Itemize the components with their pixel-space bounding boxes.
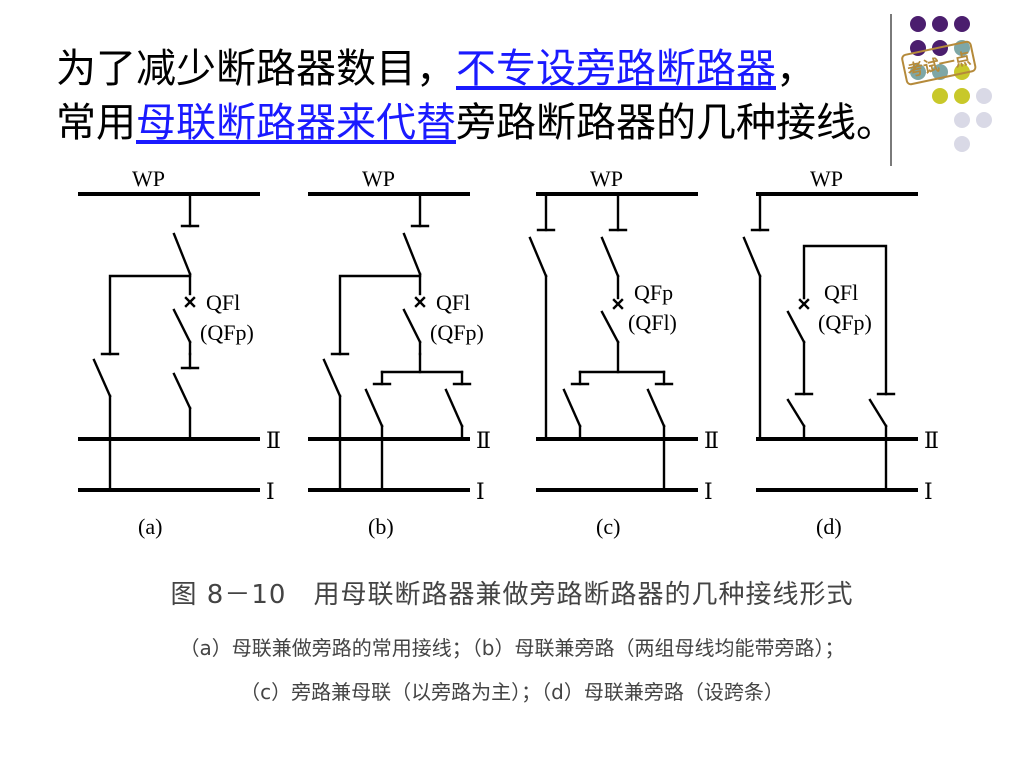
figure-caption-line-3: （c）旁路兼母联（以旁路为主）；（d）母联兼旁路（设跨条）	[240, 680, 784, 704]
figure-caption-title: 图 8－10 用母联断路器兼做旁路断路器的几种接线形式	[170, 580, 854, 610]
breaker-label: (QFp)	[200, 320, 254, 345]
decor-dot	[976, 112, 992, 128]
bus-i-label: Ⅰ	[266, 479, 275, 504]
breaker-label: QFl	[436, 290, 470, 315]
breaker-label: (QFp)	[430, 320, 484, 345]
diagram-panel-d: WP Ⅱ Ⅰ (d) QFl (QFp)	[742, 166, 939, 539]
title-text: 旁路断路器的几种接线。	[456, 100, 896, 146]
link-bus-coupler-substitute[interactable]: 母联断路器来代替	[136, 100, 456, 146]
bus-ii-label: Ⅱ	[266, 428, 281, 453]
title-punctuation: ，	[776, 46, 816, 92]
bus-wp-label: WP	[810, 166, 843, 191]
bus-i-label: Ⅰ	[924, 479, 933, 504]
bus-i-label: Ⅰ	[476, 479, 485, 504]
bus-wp-label: WP	[362, 166, 395, 191]
bus-wp-label: WP	[132, 166, 165, 191]
bus-ii-label: Ⅱ	[476, 428, 491, 453]
panel-label: (d)	[816, 514, 842, 539]
panel-label: (c)	[596, 514, 620, 539]
decor-divider-line	[890, 14, 892, 166]
breaker-label: (QFl)	[628, 310, 677, 335]
bus-ii-label: Ⅱ	[924, 428, 939, 453]
bus-wp-label: WP	[590, 166, 623, 191]
slide-title-line-2: 常用母联断路器来代替旁路断路器的几种接线。	[56, 98, 1006, 148]
decor-stamp-logo: 考试一点	[901, 40, 977, 86]
link-no-dedicated-bypass-breaker[interactable]: 不专设旁路断路器	[456, 46, 776, 92]
title-text: 为了减少断路器数目，	[56, 46, 456, 92]
panel-label: (b)	[368, 514, 394, 539]
decor-dot	[954, 16, 970, 32]
diagram-panel-c: WP Ⅱ Ⅰ (c) QFp (QFl)	[528, 166, 719, 539]
slide-title-line-1: 为了减少断路器数目，不专设旁路断路器，	[56, 44, 1006, 94]
diagram-panel-a: WP Ⅱ Ⅰ (a) QFl (QFp)	[78, 166, 281, 539]
breaker-label: QFp	[634, 280, 673, 305]
decor-dot	[976, 88, 992, 104]
decor-dot	[910, 16, 926, 32]
decor-dot	[932, 16, 948, 32]
breaker-label: QFl	[824, 280, 858, 305]
decor-dot	[954, 88, 970, 104]
panel-label: (a)	[138, 514, 162, 539]
bus-i-label: Ⅰ	[704, 479, 713, 504]
decor-dot	[954, 136, 970, 152]
decor-dot	[932, 88, 948, 104]
decor-dot-grid	[910, 16, 992, 152]
figure-caption-line-2: （a）母联兼做旁路的常用接线；（b）母联兼旁路（两组母线均能带旁路）；	[179, 636, 845, 660]
decor-dot	[954, 112, 970, 128]
title-text: 常用	[56, 100, 136, 146]
diagram-panel-b: WP Ⅱ Ⅰ (b) QFl (QFp)	[308, 166, 491, 539]
bus-ii-label: Ⅱ	[704, 428, 719, 453]
breaker-label: (QFp)	[818, 310, 872, 335]
wiring-diagram: .w { stroke:#000; stroke-width:2.4; fill…	[78, 166, 939, 539]
decor-dot	[932, 64, 948, 80]
breaker-label: QFl	[206, 290, 240, 315]
decor-dot	[954, 64, 970, 80]
decor-dot	[910, 64, 926, 80]
